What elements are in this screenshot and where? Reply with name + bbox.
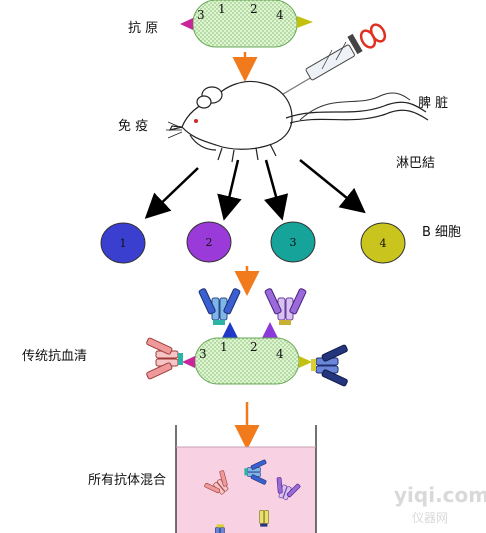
epitope-3-middle	[182, 356, 195, 368]
tube-liquid	[176, 447, 316, 533]
b-cell-3-label: 3	[290, 236, 297, 249]
b-cell-4-label: 4	[380, 237, 387, 250]
immunize-label: 免 疫	[118, 118, 148, 134]
epitope-num-1-middle: 1	[220, 340, 228, 354]
mixed-antibody-3	[276, 477, 301, 500]
arrow-to-cell-3	[263, 159, 289, 221]
spleen-lead-line	[299, 92, 411, 121]
epitope-num-2-top: 2	[250, 2, 258, 16]
arrow-to-cell-2	[217, 159, 242, 221]
epitope-num-1-top: 1	[218, 2, 226, 16]
tube-outline	[175, 425, 317, 533]
b-cell-3	[270, 221, 316, 263]
arrow-to-cell-4	[299, 159, 366, 214]
epitope-num-4-middle: 4	[276, 347, 284, 361]
epitope-1-bottom-marker	[222, 322, 238, 338]
watermark-sub: 仪器网	[412, 511, 448, 525]
mixed-antibody-2	[204, 470, 229, 495]
mouse-illustration	[166, 80, 429, 163]
antiserum-label: 传统抗血清	[22, 349, 87, 364]
mouse-eye	[194, 119, 198, 123]
mixed-antibody-5	[259, 510, 269, 527]
antibody-pink	[146, 337, 183, 380]
b-cell-2-label: 2	[206, 236, 213, 249]
spleen-label: 脾 脏	[418, 96, 448, 111]
b-cells-label: B 细胞	[422, 225, 461, 240]
watermark-main: yiqi.com	[394, 483, 486, 507]
arrow-to-cell-1	[144, 167, 199, 219]
mixed-antibody-4	[215, 524, 225, 533]
epitope-num-2-middle: 2	[250, 340, 258, 354]
epitope-num-4-top: 4	[276, 8, 284, 22]
epitope-4-top	[297, 16, 313, 28]
antigen-body-middle	[194, 337, 300, 385]
antibody-purple	[264, 288, 307, 325]
antibody-blue	[197, 287, 242, 326]
b-cell-4	[360, 222, 406, 264]
b-cell-1-label: 1	[120, 237, 127, 250]
b-cell-2	[186, 221, 232, 263]
epitope-3-top	[180, 18, 193, 30]
epitope-4-middle	[299, 356, 312, 368]
epitope-num-3-middle: 3	[199, 347, 207, 361]
lymph-node-label: 淋巴結	[396, 156, 435, 171]
syringe-icon	[277, 23, 387, 98]
epitope-num-3-top: 3	[197, 8, 205, 22]
antibody-navy	[311, 344, 348, 387]
mixture-label: 所有抗体混合	[88, 473, 166, 488]
antigen-label: 抗 原	[128, 21, 158, 36]
b-cell-1	[100, 222, 146, 264]
epitope-2-bottom-marker	[262, 322, 278, 338]
